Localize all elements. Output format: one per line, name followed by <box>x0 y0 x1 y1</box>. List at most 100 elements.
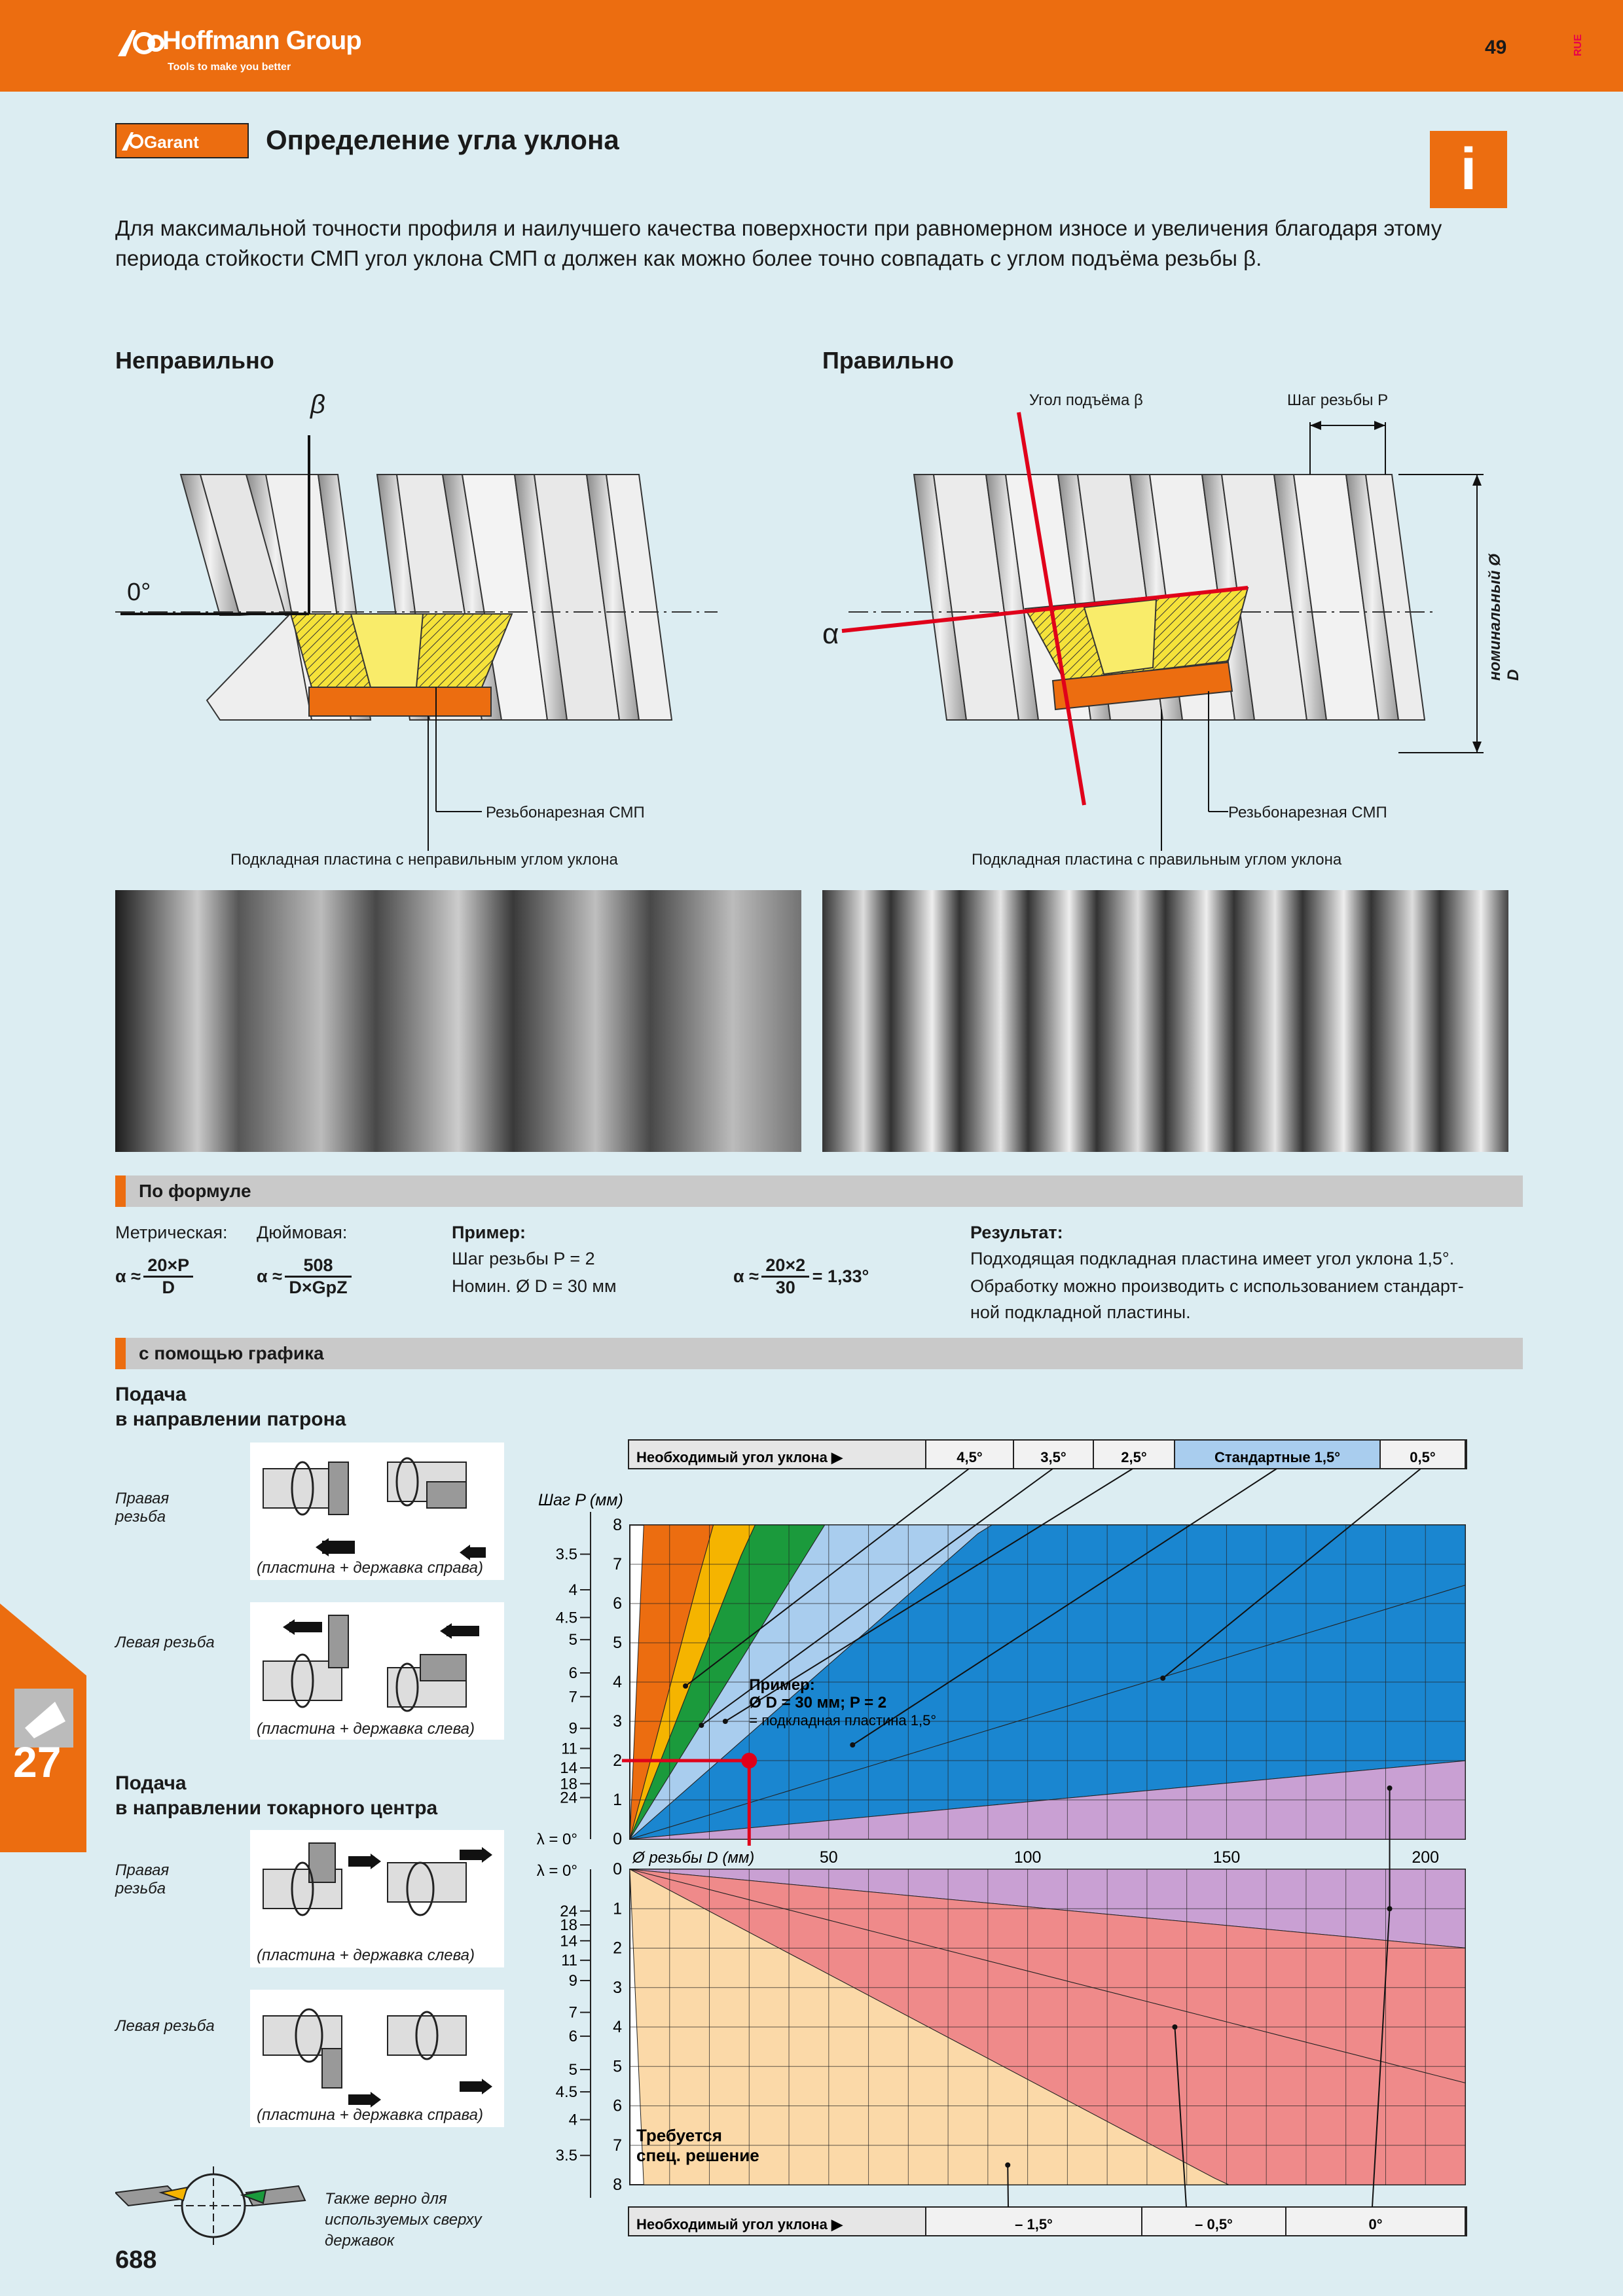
zone-leader-line <box>685 1468 970 1687</box>
gpz-tick-bottom: 3.5 <box>556 2147 577 2164</box>
gpz-tick-top: 5 <box>569 1631 577 1649</box>
y-tick-top: 2 <box>613 1751 622 1770</box>
zone-leader-line <box>701 1468 1053 1726</box>
gpz-tick-top: 7 <box>569 1688 577 1706</box>
right-thread-label-2: Правая резьба <box>115 1861 170 1897</box>
also-valid-note: Также верно для используемых сверху держ… <box>325 2189 482 2251</box>
right-heading: Правильно <box>822 347 954 374</box>
example-line2: Номин. Ø D = 30 мм <box>452 1276 617 1296</box>
y-tick-bottom: 6 <box>613 2097 622 2115</box>
caption-left-holder-2: (пластина + державка слева) <box>257 1946 475 1964</box>
zone-leader-dot <box>850 1742 856 1748</box>
footer-page-number: 688 <box>115 2246 157 2274</box>
example-title: Пример: <box>452 1223 526 1242</box>
zero-leader-top-dot <box>1387 1785 1393 1791</box>
zero-degree-label: 0° <box>127 579 151 606</box>
y-tick-top: 7 <box>613 1555 622 1573</box>
example-line1: Ø D = 30 мм; P = 2 <box>749 1694 886 1712</box>
gpz-tick-bottom: 6 <box>569 2028 577 2045</box>
y-tick-top: 6 <box>613 1594 622 1613</box>
calc-alpha: α ≈ <box>733 1266 759 1286</box>
gpz-tick-bottom: 7 <box>569 2004 577 2022</box>
inch-denominator: D×GpZ <box>289 1278 348 1297</box>
y-axis-label: Шаг P (мм) <box>538 1491 623 1509</box>
result-title: Результат: <box>970 1223 1063 1242</box>
x-tick: 50 <box>820 1848 838 1867</box>
bottom-header-cell <box>1141 2206 1286 2236</box>
gpz-tick-top: 24 <box>560 1789 577 1807</box>
left-thread-label-2: Левая резьба <box>115 2017 215 2035</box>
gpz-tick-top: 4 <box>569 1581 577 1599</box>
lambda-bottom: λ = 0° <box>537 1862 577 1880</box>
bottom-header-cell <box>925 2206 1142 2236</box>
formula-section-title: По формуле <box>139 1181 251 1201</box>
top-bar <box>0 0 1623 92</box>
gpz-tick-top: 11 <box>561 1740 577 1757</box>
special-solution-line2: спец. решение <box>636 2145 759 2165</box>
alpha-symbol: α <box>822 618 839 650</box>
y-tick-top: 4 <box>613 1673 622 1691</box>
page-number: 49 <box>1485 37 1507 58</box>
metric-label: Метрическая: <box>115 1223 228 1242</box>
feed-tail-line2: в направлении токарного центра <box>115 1797 438 1819</box>
rake-angle-chart: 8765432100123456783.544.5567911141824241… <box>537 1439 1467 2236</box>
also-valid-line3: державок <box>325 2232 395 2250</box>
gpz-tick-top: 18 <box>560 1775 577 1793</box>
also-valid-line2: используемых сверху <box>325 2211 482 2229</box>
special-solution-line1: Требуется <box>636 2126 722 2145</box>
x-axis-label: Ø резьбы D (мм) <box>632 1849 754 1867</box>
bottom-leader-line <box>1174 2026 1187 2208</box>
gpz-tick-bottom: 4 <box>569 2111 577 2129</box>
wrong-thread-diagram <box>115 435 718 851</box>
example-line2: = подкладная пластина 1,5° <box>749 1712 936 1729</box>
top-holder-icon <box>115 2166 306 2245</box>
metric-numerator: 20×P <box>143 1255 194 1278</box>
y-tick-bottom: 4 <box>613 2018 622 2036</box>
gpz-tick-bottom: 11 <box>561 1952 577 1969</box>
info-icon: i <box>1430 131 1507 208</box>
feed-tail-line1: Подача <box>115 1772 187 1794</box>
gpz-tick-top: 9 <box>569 1720 577 1738</box>
chapter-number: 27 <box>13 1738 62 1786</box>
garant-badge: Garant <box>115 123 249 158</box>
gpz-tick-top: 3.5 <box>556 1546 577 1564</box>
y-tick-bottom: 0 <box>613 1860 622 1878</box>
feed-chuck-left-thread-icon <box>250 1602 504 1740</box>
diameter-label: номинальный Ø D <box>1486 554 1522 681</box>
metric-alpha: α ≈ <box>115 1266 141 1286</box>
lambda-top: λ = 0° <box>537 1831 577 1848</box>
inch-alpha: α ≈ <box>257 1266 282 1286</box>
formula-section-bar: По формуле <box>115 1175 1523 1207</box>
pitch-label: Шаг резьбы P <box>1287 391 1389 409</box>
top-header-cell-text: Стандартные 1,5° <box>1214 1449 1340 1465</box>
brand-name: Hoffmann Group <box>162 26 362 55</box>
bottom-leader-line <box>1372 1909 1391 2208</box>
y-tick-top: 8 <box>613 1516 622 1534</box>
bottom-header-cell-text: – 1,5° <box>1015 2216 1053 2233</box>
zone-leader-dot <box>699 1723 704 1728</box>
graph-section-bar: с помощью графика <box>115 1338 1523 1369</box>
garant-logo-icon <box>122 132 143 151</box>
top-header-cell-text: 0,5° <box>1410 1449 1435 1465</box>
right-insert-label: Резьбонарезная СМП <box>1228 804 1387 821</box>
x-tick: 200 <box>1412 1848 1439 1867</box>
caption-right-holder-1: (пластина + державка справа) <box>257 1559 483 1577</box>
y-tick-bottom: 1 <box>613 1899 622 1918</box>
y-tick-bottom: 2 <box>613 1939 622 1958</box>
gpz-tick-bottom: 18 <box>560 1916 577 1934</box>
zone-leader-dot <box>722 1719 728 1724</box>
top-header-cell-text: 2,5° <box>1121 1449 1146 1465</box>
top-header-cell-text: 3,5° <box>1040 1449 1066 1465</box>
zone-leader-line <box>1162 1468 1421 1679</box>
y-tick-top: 5 <box>613 1634 622 1652</box>
bottom-header-label: Необходимый угол уклона ▶ <box>636 2216 843 2233</box>
y-tick-bottom: 3 <box>613 1979 622 1997</box>
feed-tail-left-thread-icon <box>250 1990 504 2127</box>
gpz-tick-top: 14 <box>560 1759 577 1777</box>
bottom-header-cell-text: 0° <box>1368 2216 1382 2233</box>
zone-leader-dot <box>683 1683 689 1689</box>
chapter-tab <box>0 1604 86 1852</box>
feed-chuck-right-thread-icon <box>250 1443 504 1580</box>
y-tick-top: 3 <box>613 1712 622 1731</box>
